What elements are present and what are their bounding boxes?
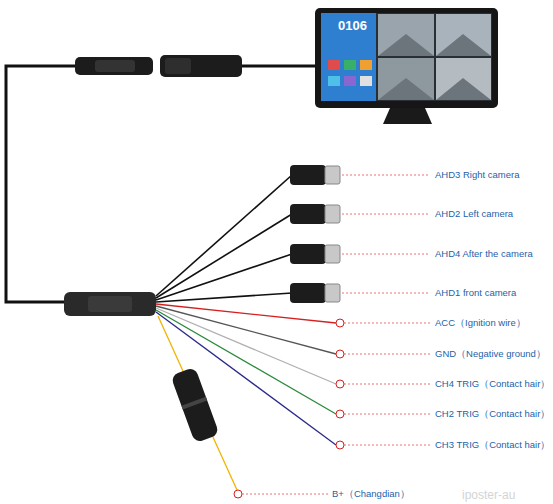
- leader-line: [342, 214, 430, 215]
- menu-icon: [328, 60, 340, 70]
- ring-terminal: [336, 410, 344, 418]
- signal-wires: [156, 304, 336, 490]
- camera-wires: [156, 175, 292, 302]
- menu-icon: [344, 76, 356, 86]
- monitor-cable: [240, 65, 316, 68]
- camera-wire: [156, 175, 292, 296]
- road-shape: [378, 34, 491, 100]
- ring-terminal: [336, 441, 344, 449]
- wire-label: ACC（Ignition wire）: [435, 317, 526, 329]
- camera-wire: [156, 214, 292, 298]
- leader-line: [344, 414, 430, 415]
- plug-grip: [95, 60, 135, 72]
- menu-icon: [360, 76, 372, 86]
- camera-plug: [290, 204, 326, 224]
- ring-terminal: [336, 380, 344, 388]
- ch3-wire: [156, 312, 336, 445]
- monitor-screen: [321, 13, 492, 101]
- harness-body-detail: [88, 296, 132, 312]
- connector-label: AHD3 Right camera: [435, 169, 519, 181]
- monitor-frame: [315, 8, 498, 108]
- screen-clock: 0106: [338, 18, 367, 33]
- ring-terminal: [234, 490, 242, 498]
- leader-line: [344, 323, 430, 324]
- terminals: [234, 319, 344, 498]
- ring-terminal: [336, 350, 344, 358]
- leader-line: [344, 445, 430, 446]
- leader-line: [342, 175, 430, 176]
- leader-line: [342, 254, 430, 255]
- fuse-holder: [170, 367, 219, 444]
- aviation-plug: [75, 57, 153, 75]
- leader-line: [242, 494, 328, 495]
- fuse-seam: [181, 397, 207, 410]
- connector-label: AHD2 Left camera: [435, 208, 513, 220]
- ring-terminal: [336, 319, 344, 327]
- main-cable: [6, 66, 75, 302]
- menu-icon: [328, 76, 340, 86]
- camera-plug: [290, 165, 326, 185]
- screen-menu-panel: [321, 13, 376, 101]
- aviation-socket: [160, 55, 242, 77]
- plug-tip: [325, 284, 340, 302]
- camera-plug: [290, 244, 326, 264]
- wire-label: GND（Negative ground）: [435, 348, 546, 360]
- watermark: iposter-au: [462, 488, 515, 502]
- menu-icon: [360, 60, 372, 70]
- camera-connectors: [290, 165, 340, 303]
- fuse-body: [170, 367, 219, 444]
- camera-plug: [290, 283, 326, 303]
- wire-label: CH4 TRIG（Contact hair）: [435, 378, 550, 390]
- leader-line: [344, 384, 430, 385]
- connector-label: AHD4 After the camera: [435, 248, 533, 260]
- wire-label: B+（Changdian）: [332, 488, 410, 500]
- wire-label: CH3 TRIG（Contact hair）: [435, 439, 550, 451]
- menu-icon: [344, 60, 356, 70]
- wire-label: CH2 TRIG（Contact hair）: [435, 408, 550, 420]
- plug-tip: [325, 245, 340, 263]
- camera-wire: [156, 293, 292, 302]
- plug-tip: [325, 166, 340, 184]
- plug-tip: [325, 205, 340, 223]
- leader-line: [342, 293, 430, 294]
- connector-label: AHD1 front camera: [435, 287, 516, 299]
- socket-nut: [165, 58, 191, 74]
- leader-lines: [242, 175, 430, 494]
- monitor-stand: [383, 108, 432, 124]
- b-plus-wire: [158, 316, 237, 490]
- harness-body: [64, 292, 156, 316]
- leader-line: [344, 354, 430, 355]
- camera-wire: [156, 254, 292, 300]
- gnd-wire: [156, 306, 336, 354]
